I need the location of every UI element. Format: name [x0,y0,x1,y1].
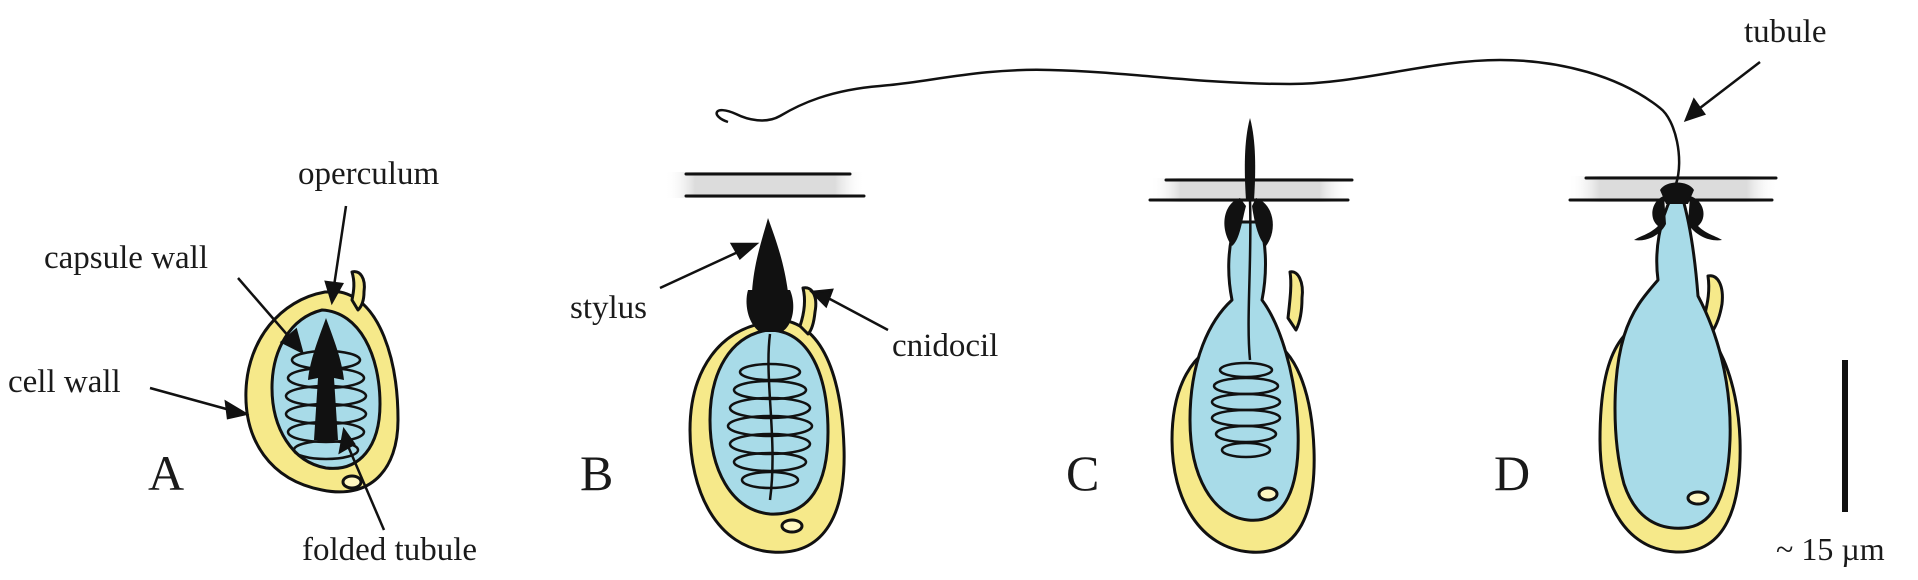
stage-b-nucleus [780,518,804,534]
stage-c-stylus [1244,118,1256,200]
annotation-arrows [149,61,1761,531]
scale-bar-label: ~ 15 µm [1776,531,1885,567]
stage-c-cnidocil [1286,270,1304,332]
everted-tubule [715,58,1681,185]
label-cnidocil: cnidocil [892,328,998,364]
stage-d-everted-base [1660,182,1694,204]
stage-b-stylus [752,218,788,292]
stage-b-cell [665,172,866,554]
label-folded-tubule: folded tubule [302,532,477,568]
stage-d-operculum-right [1688,196,1722,241]
stage-a-cnidocil [350,270,366,312]
stage-c-nucleus [1257,486,1279,502]
stage-a-cell [244,270,400,494]
label-stylus: stylus [570,290,647,326]
stage-b-membrane [665,172,865,198]
label-cell-wall: cell wall [8,364,121,400]
stage-d-nucleus [1686,490,1710,506]
stage-letter-d: D [1494,445,1530,501]
stage-c-operculum-left [1224,198,1246,246]
stage-letter-c: C [1066,445,1099,501]
label-capsule-wall: capsule wall [44,240,208,276]
stage-c-folded-tubule [1210,199,1282,459]
stage-d-capsule [1613,194,1732,530]
stage-d-operculum-left [1634,196,1666,241]
label-operculum: operculum [298,156,439,192]
stage-c-cell [1148,118,1354,554]
stage-b-folded-tubule [726,333,814,501]
stage-a-stylus [308,318,344,440]
stage-letter-a: A [148,445,184,501]
stage-c-capsule [1188,220,1300,522]
label-tubule: tubule [1744,14,1826,50]
stage-letter-b: B [580,445,613,501]
stage-d-cell [1568,176,1778,554]
stage-c-operculum-right [1252,198,1273,246]
stage-a-nucleus [341,474,363,490]
stage-b-stylus-base [746,290,794,332]
